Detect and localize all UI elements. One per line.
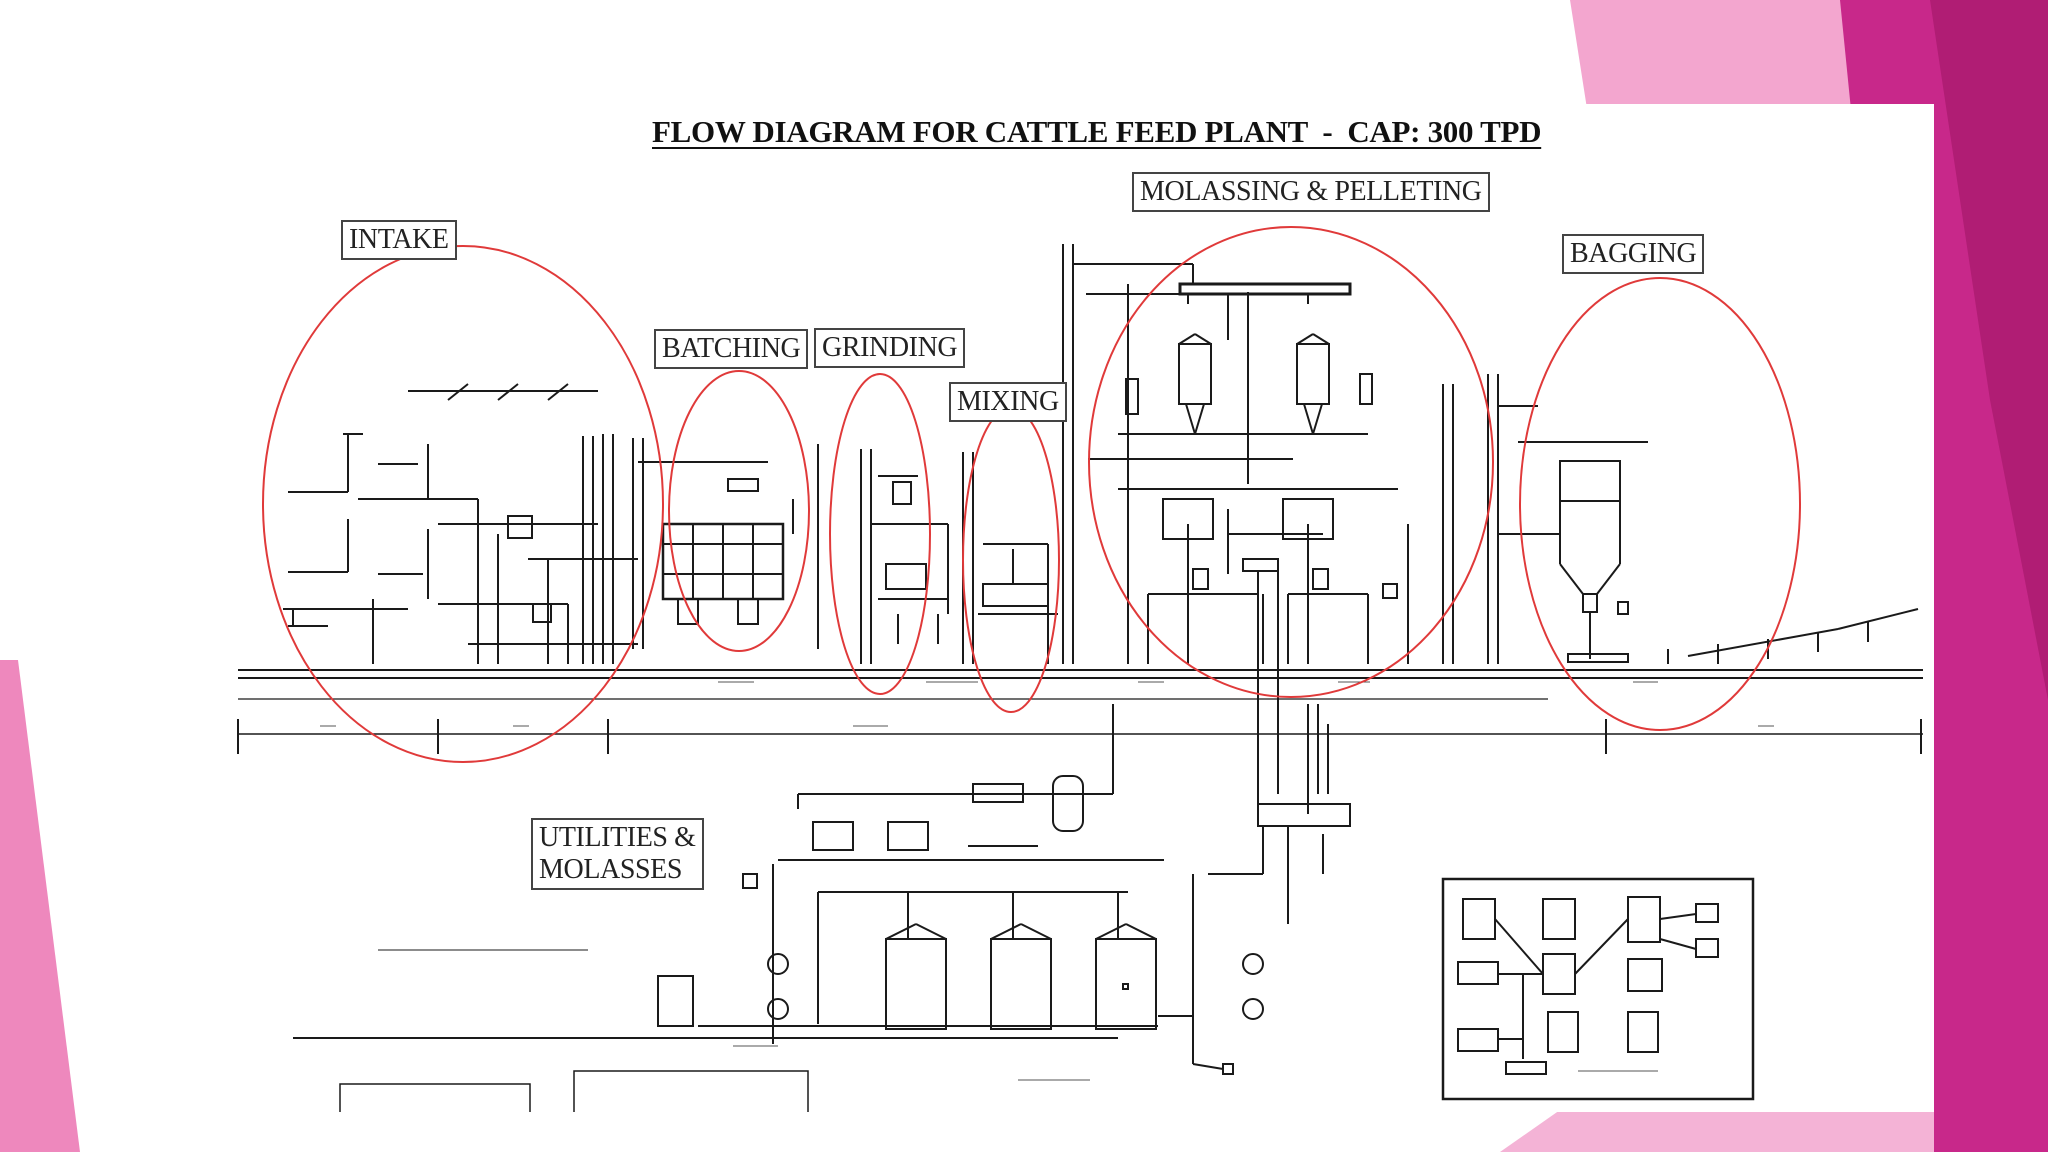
- pink-shape-bottom: [1500, 1110, 1934, 1152]
- batching-label: BATCHING: [654, 329, 809, 370]
- molassing-pelleting-label: MOLASSING & PELLETING: [1132, 172, 1490, 213]
- mixing-label: MIXING: [949, 382, 1067, 423]
- utilities-equipment: [293, 704, 1324, 1075]
- grinding-equipment: [860, 449, 949, 664]
- process-drawing: [237, 226, 1923, 1112]
- mixing-oval: [962, 407, 1060, 713]
- grinding-oval: [829, 373, 931, 695]
- bagging-equipment: [1498, 405, 1919, 664]
- pelleting-equipment: [1062, 244, 1499, 827]
- mixing-equipment: [962, 452, 1058, 664]
- intake-oval: [262, 245, 664, 763]
- utilities-molasses-label: UTILITIES & MOLASSES: [531, 818, 704, 891]
- batching-equipment: [582, 436, 819, 664]
- intake-equipment: [283, 383, 638, 664]
- diagram-sheet: FLOW DIAGRAM FOR CATTLE FEED PLANT - CAP…: [78, 104, 1934, 1112]
- electrical-automation-box: [1441, 877, 1755, 1101]
- grinding-label: GRINDING: [814, 328, 966, 369]
- utilities-label-line2: MOLASSES: [539, 854, 683, 886]
- bagging-label: BAGGING: [1562, 234, 1705, 275]
- pelleting-oval: [1088, 226, 1494, 698]
- bagging-oval: [1519, 277, 1801, 731]
- pink-shape-left-strip: [0, 660, 80, 1152]
- bottom-box-mid: [573, 1070, 809, 1112]
- batching-oval: [668, 370, 810, 652]
- intake-label: INTAKE: [341, 220, 457, 261]
- pink-shape-right-mid: [1930, 0, 2048, 700]
- bottom-box-left: [339, 1083, 531, 1112]
- utilities-label-line1: UTILITIES &: [539, 822, 696, 853]
- diagram-title: FLOW DIAGRAM FOR CATTLE FEED PLANT - CAP…: [652, 114, 1542, 149]
